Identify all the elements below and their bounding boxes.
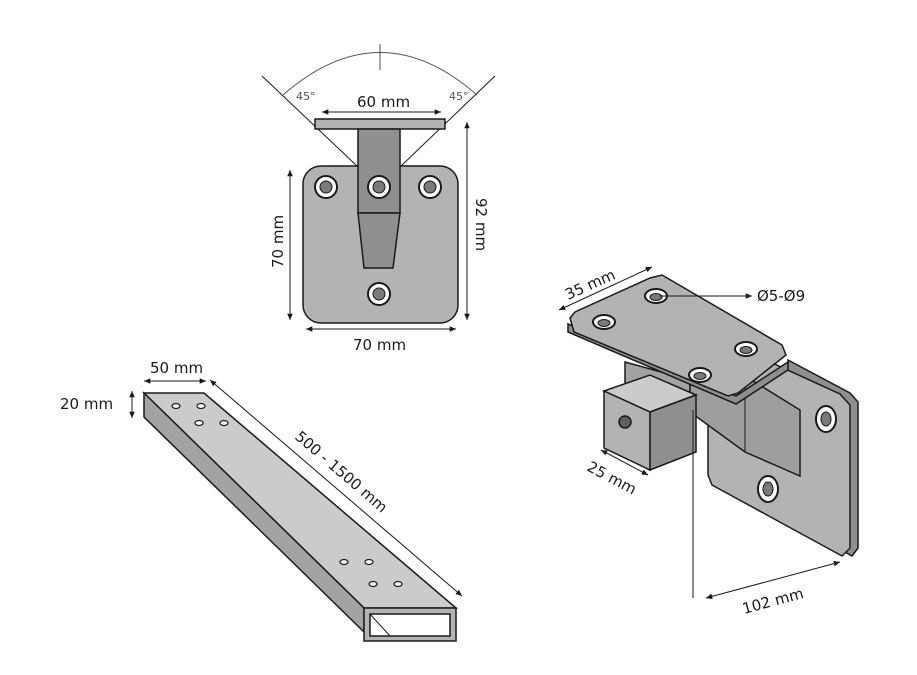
tube-hole [393,580,403,588]
angle-label-right: 45° [449,90,469,103]
tube-hole [364,558,374,566]
dim-label-60: 60 mm [357,93,410,111]
wall-hole [820,411,832,427]
hole-diameter-label: Ø5-Ø9 [757,287,805,305]
tube-hole [339,558,349,566]
top-plate-edge [567,322,789,405]
tube-hole [196,402,206,410]
plate-hole [314,175,338,199]
angle-guide-right [400,75,496,167]
angle-label-left: 45° [296,90,316,103]
tube-end-opening [369,613,451,637]
tube-inner-edge [369,613,391,637]
bracket-view: Ø5-Ø9 35 mm 25 mm 102 mm [558,266,859,618]
top-plate-hole [592,314,616,330]
block-hole [618,415,632,429]
dim-label-25: 25 mm [584,458,639,499]
dim-label-70-vertical: 70 mm [269,215,287,268]
dim-line-102 [705,560,841,600]
tube-hole [368,580,378,588]
dim-label-102: 102 mm [740,584,805,618]
plate-hole [367,175,391,199]
dim-label-50: 50 mm [150,359,203,377]
dim-line-35 [558,266,653,311]
tube-hole [194,419,204,427]
hinge-column [357,128,401,214]
wall-hole [762,481,774,497]
tube-hole [219,419,229,427]
block-side [649,393,697,472]
hinge-top-bar [314,118,446,130]
angle-guide-left [261,75,358,167]
dim-line-25 [600,449,649,476]
top-plate-hole [734,341,758,357]
dim-label-92: 92 mm [472,198,490,251]
top-view: 45° 45° 60 mm 70 mm [261,44,496,354]
plate-hole [367,282,391,306]
top-plate-hole [688,367,712,383]
dim-label-70-horizontal: 70 mm [353,336,406,354]
hinge-taper [357,212,401,269]
dim-label-20: 20 mm [60,395,113,413]
tube-top-face [142,392,459,609]
dim-line-length [209,379,463,597]
tube-view: 50 mm 20 mm 500 - 1500 mm [60,359,463,642]
plate-hole [418,175,442,199]
tube-hole [171,402,181,410]
